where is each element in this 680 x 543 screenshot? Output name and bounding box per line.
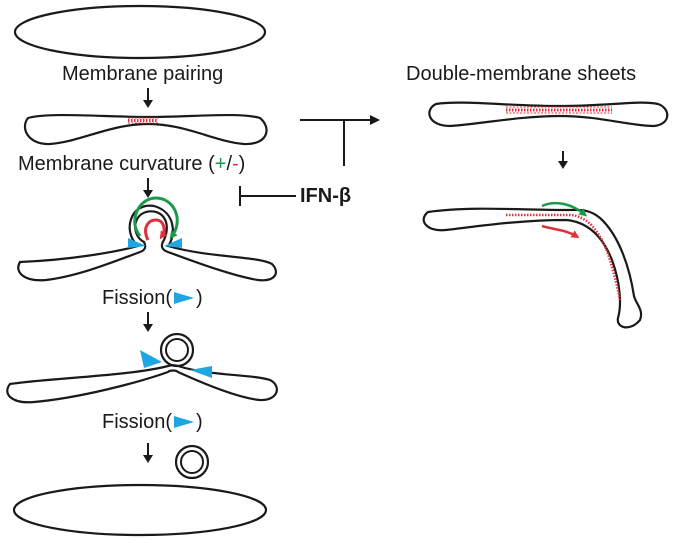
fission-legend-icon-2 (174, 416, 195, 428)
inhibition-line (239, 186, 296, 206)
label-fission-1: Fission() (102, 288, 203, 308)
paired-membrane (23, 113, 268, 146)
branch-arrow (300, 115, 380, 166)
arrow-down-2 (143, 178, 153, 198)
arrow-down-right (558, 151, 568, 169)
label-curvature-text: Membrane curvature ( (18, 153, 215, 175)
pinching-membrane (6, 364, 278, 404)
vesicle-outer-1 (159, 332, 195, 368)
label-minus: - (232, 153, 239, 175)
fission-triangle-right-2 (190, 366, 212, 378)
pairing-hatch (128, 117, 158, 124)
label-fission-2: Fission() (102, 412, 203, 432)
fission-triangle-left-2 (140, 350, 162, 368)
arrow-down-3 (143, 312, 153, 332)
fission-triangle-left (128, 238, 146, 248)
vesicle-inner-2 (180, 450, 204, 474)
label-close-paren: ) (238, 153, 246, 175)
bent-double-membrane-sheet (422, 207, 643, 329)
membrane-ellipse-top (13, 4, 267, 60)
red-curvature-arrow (144, 218, 168, 241)
red-sheet-arrow (541, 224, 580, 239)
fission-triangle-right (164, 238, 182, 248)
double-membrane-sheet (428, 101, 669, 128)
label-plus: + (214, 153, 227, 175)
bent-sheet-hatch (506, 213, 622, 301)
sheet-hatch (506, 106, 612, 114)
label-ifn-beta: IFN-β (300, 185, 352, 207)
label-double-membrane-sheets: Double-membrane sheets (406, 63, 637, 85)
budding-membrane (17, 204, 277, 282)
label-membrane-curvature: Membrane curvature (+/-) (18, 154, 245, 174)
label-fission-2-text: Fission( (102, 411, 173, 433)
green-curvature-arrow (133, 196, 179, 240)
fission-legend-icon-1 (174, 292, 195, 304)
label-fission-1-close: ) (196, 287, 203, 309)
arrow-down-4 (143, 443, 153, 463)
vesicle-inner-1 (165, 338, 189, 362)
label-fission-2-close: ) (196, 411, 203, 433)
label-slash: / (226, 153, 232, 175)
green-sheet-arrow (541, 202, 588, 217)
label-membrane-pairing: Membrane pairing (62, 63, 224, 85)
label-fission-1-text: Fission( (102, 287, 173, 309)
arrow-down-1 (143, 88, 153, 108)
membrane-ellipse-bottom (12, 483, 268, 537)
vesicle-outer-2 (174, 444, 210, 480)
